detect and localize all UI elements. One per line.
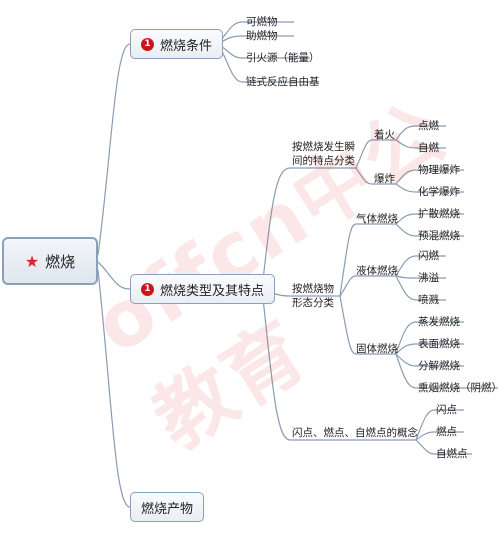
- leaf-fuel[interactable]: 可燃物: [246, 16, 278, 28]
- leaf-physical-explosion[interactable]: 物理爆炸: [418, 164, 460, 176]
- subbranch-by-instant[interactable]: 按燃烧发生瞬间的特点分类: [292, 141, 355, 167]
- priority-badge: 1: [141, 37, 154, 51]
- branch-label: 燃烧类型及其特点: [160, 283, 265, 299]
- leaf-premixed-combustion[interactable]: 预混燃烧: [418, 230, 460, 242]
- root-label: 燃烧: [45, 252, 76, 271]
- leaf-ignition-source[interactable]: 引火源（能量）: [246, 52, 320, 64]
- branch-products[interactable]: 燃烧产物: [130, 492, 205, 522]
- leaf-chemical-explosion[interactable]: 化学爆炸: [418, 186, 460, 198]
- star-icon: ★: [24, 251, 40, 271]
- branch-conditions[interactable]: 1 燃烧条件: [130, 29, 224, 59]
- leaf-flash-point[interactable]: 闪点: [436, 404, 457, 416]
- leaf-autoignition-point[interactable]: 自燃点: [436, 448, 468, 460]
- node-liquid-combustion[interactable]: 液体燃烧: [356, 265, 398, 277]
- leaf-decomposition-combustion[interactable]: 分解燃烧: [418, 360, 460, 372]
- branch-label: 燃烧产物: [141, 501, 194, 517]
- leaf-flash-fire[interactable]: 闪燃: [418, 250, 439, 262]
- branch-types[interactable]: 1 燃烧类型及其特点: [130, 274, 276, 304]
- leaf-self-ignite[interactable]: 自燃: [418, 142, 439, 154]
- node-gas-combustion[interactable]: 气体燃烧: [356, 213, 398, 225]
- leaf-surface-combustion[interactable]: 表面燃烧: [418, 338, 460, 350]
- leaf-evaporative-combustion[interactable]: 蒸发燃烧: [418, 316, 460, 328]
- leaf-oxidizer[interactable]: 助燃物: [246, 30, 278, 42]
- leaf-chain-reaction[interactable]: 链式反应自由基: [246, 76, 320, 88]
- branch-label: 燃烧条件: [160, 38, 213, 54]
- leaf-smoldering-combustion[interactable]: 熏烟燃烧（阴燃）: [418, 382, 500, 394]
- leaf-splash[interactable]: 喷溅: [418, 294, 439, 306]
- node-solid-combustion[interactable]: 固体燃烧: [356, 343, 398, 355]
- priority-badge: 1: [141, 282, 154, 296]
- leaf-diffusion-combustion[interactable]: 扩散燃烧: [418, 208, 460, 220]
- leaf-ignition-point[interactable]: 燃点: [436, 426, 457, 438]
- subbranch-by-form[interactable]: 按燃烧物形态分类: [292, 283, 334, 309]
- leaf-ignite[interactable]: 点燃: [418, 120, 439, 132]
- leaf-boilover[interactable]: 沸溢: [418, 272, 439, 284]
- root-node[interactable]: ★ 燃烧: [2, 237, 98, 285]
- node-ignition[interactable]: 着火: [374, 129, 395, 141]
- node-explosion[interactable]: 爆炸: [374, 173, 395, 185]
- subbranch-point-concepts[interactable]: 闪点、燃点、自燃点的概念: [292, 427, 418, 439]
